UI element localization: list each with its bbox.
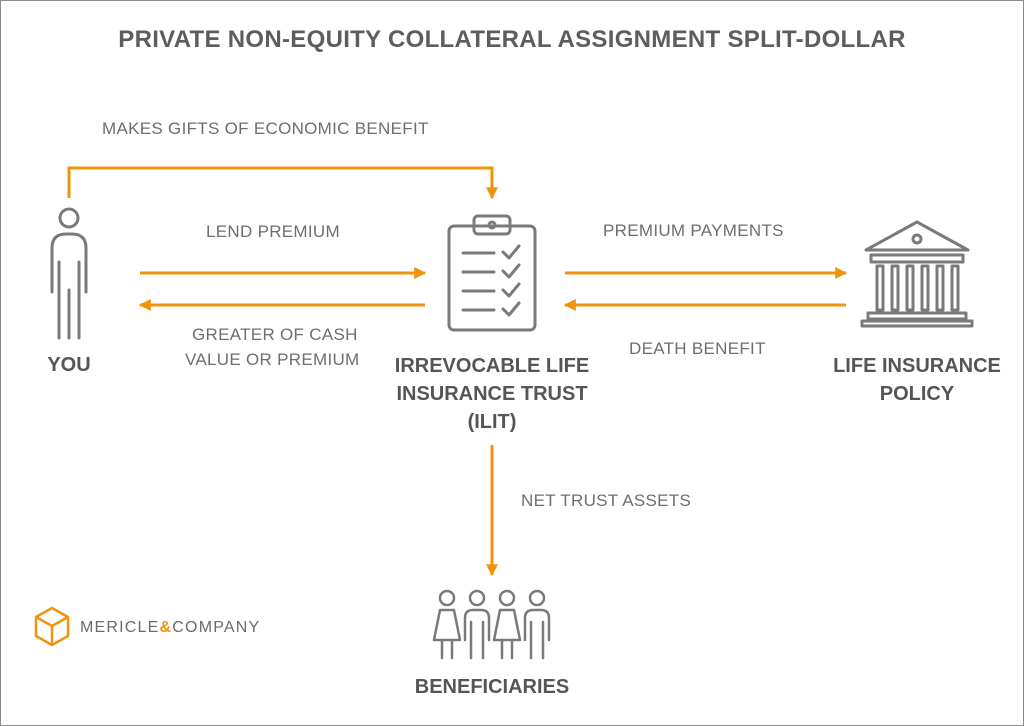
policy-label: LIFE INSURANCE POLICY	[807, 352, 1024, 408]
bank-building-icon	[860, 220, 974, 328]
logo-ampersand: &	[159, 619, 173, 636]
beneficiary-woman-2	[492, 589, 522, 660]
beneficiary-man-2	[523, 589, 551, 660]
repay-label-line2: VALUE OR PREMIUM	[185, 350, 360, 369]
you-label: YOU	[47, 354, 91, 376]
beneficiaries-label: BENEFICIARIES	[414, 676, 570, 698]
trust-label-line2: INSURANCE TRUST	[396, 383, 588, 405]
trust-label-line1: IRREVOCABLE LIFE	[394, 355, 590, 377]
policy-label-line2: POLICY	[879, 383, 955, 405]
company-logo: MERICLE&COMPANY	[80, 619, 260, 637]
net-trust-assets-label: NET TRUST ASSETS	[521, 491, 692, 510]
beneficiary-man-1	[463, 589, 491, 660]
trust-label: IRREVOCABLE LIFE INSURANCE TRUST (ILIT)	[372, 352, 612, 436]
logo-name-part2: COMPANY	[172, 619, 261, 636]
policy-label-line1: LIFE INSURANCE	[833, 355, 1001, 377]
person-icon	[50, 207, 88, 340]
logo-name-part1: MERICLE	[80, 619, 160, 636]
gifts-label: MAKES GIFTS OF ECONOMIC BENEFIT	[102, 119, 429, 138]
clipboard-checklist-icon	[447, 214, 537, 332]
trust-label-line3: (ILIT)	[467, 411, 517, 433]
repay-label-line1: GREATER OF CASH	[192, 325, 358, 344]
beneficiary-woman-1	[432, 589, 462, 660]
death-benefit-label: DEATH BENEFIT	[629, 339, 766, 358]
premium-payments-label: PREMIUM PAYMENTS	[603, 221, 784, 240]
cube-logo-icon	[34, 606, 70, 647]
diagram-title: PRIVATE NON-EQUITY COLLATERAL ASSIGNMENT…	[118, 26, 906, 53]
gifts-arrow	[67, 166, 498, 200]
people-group-icon	[432, 589, 551, 660]
lend-premium-label: LEND PREMIUM	[206, 222, 340, 241]
